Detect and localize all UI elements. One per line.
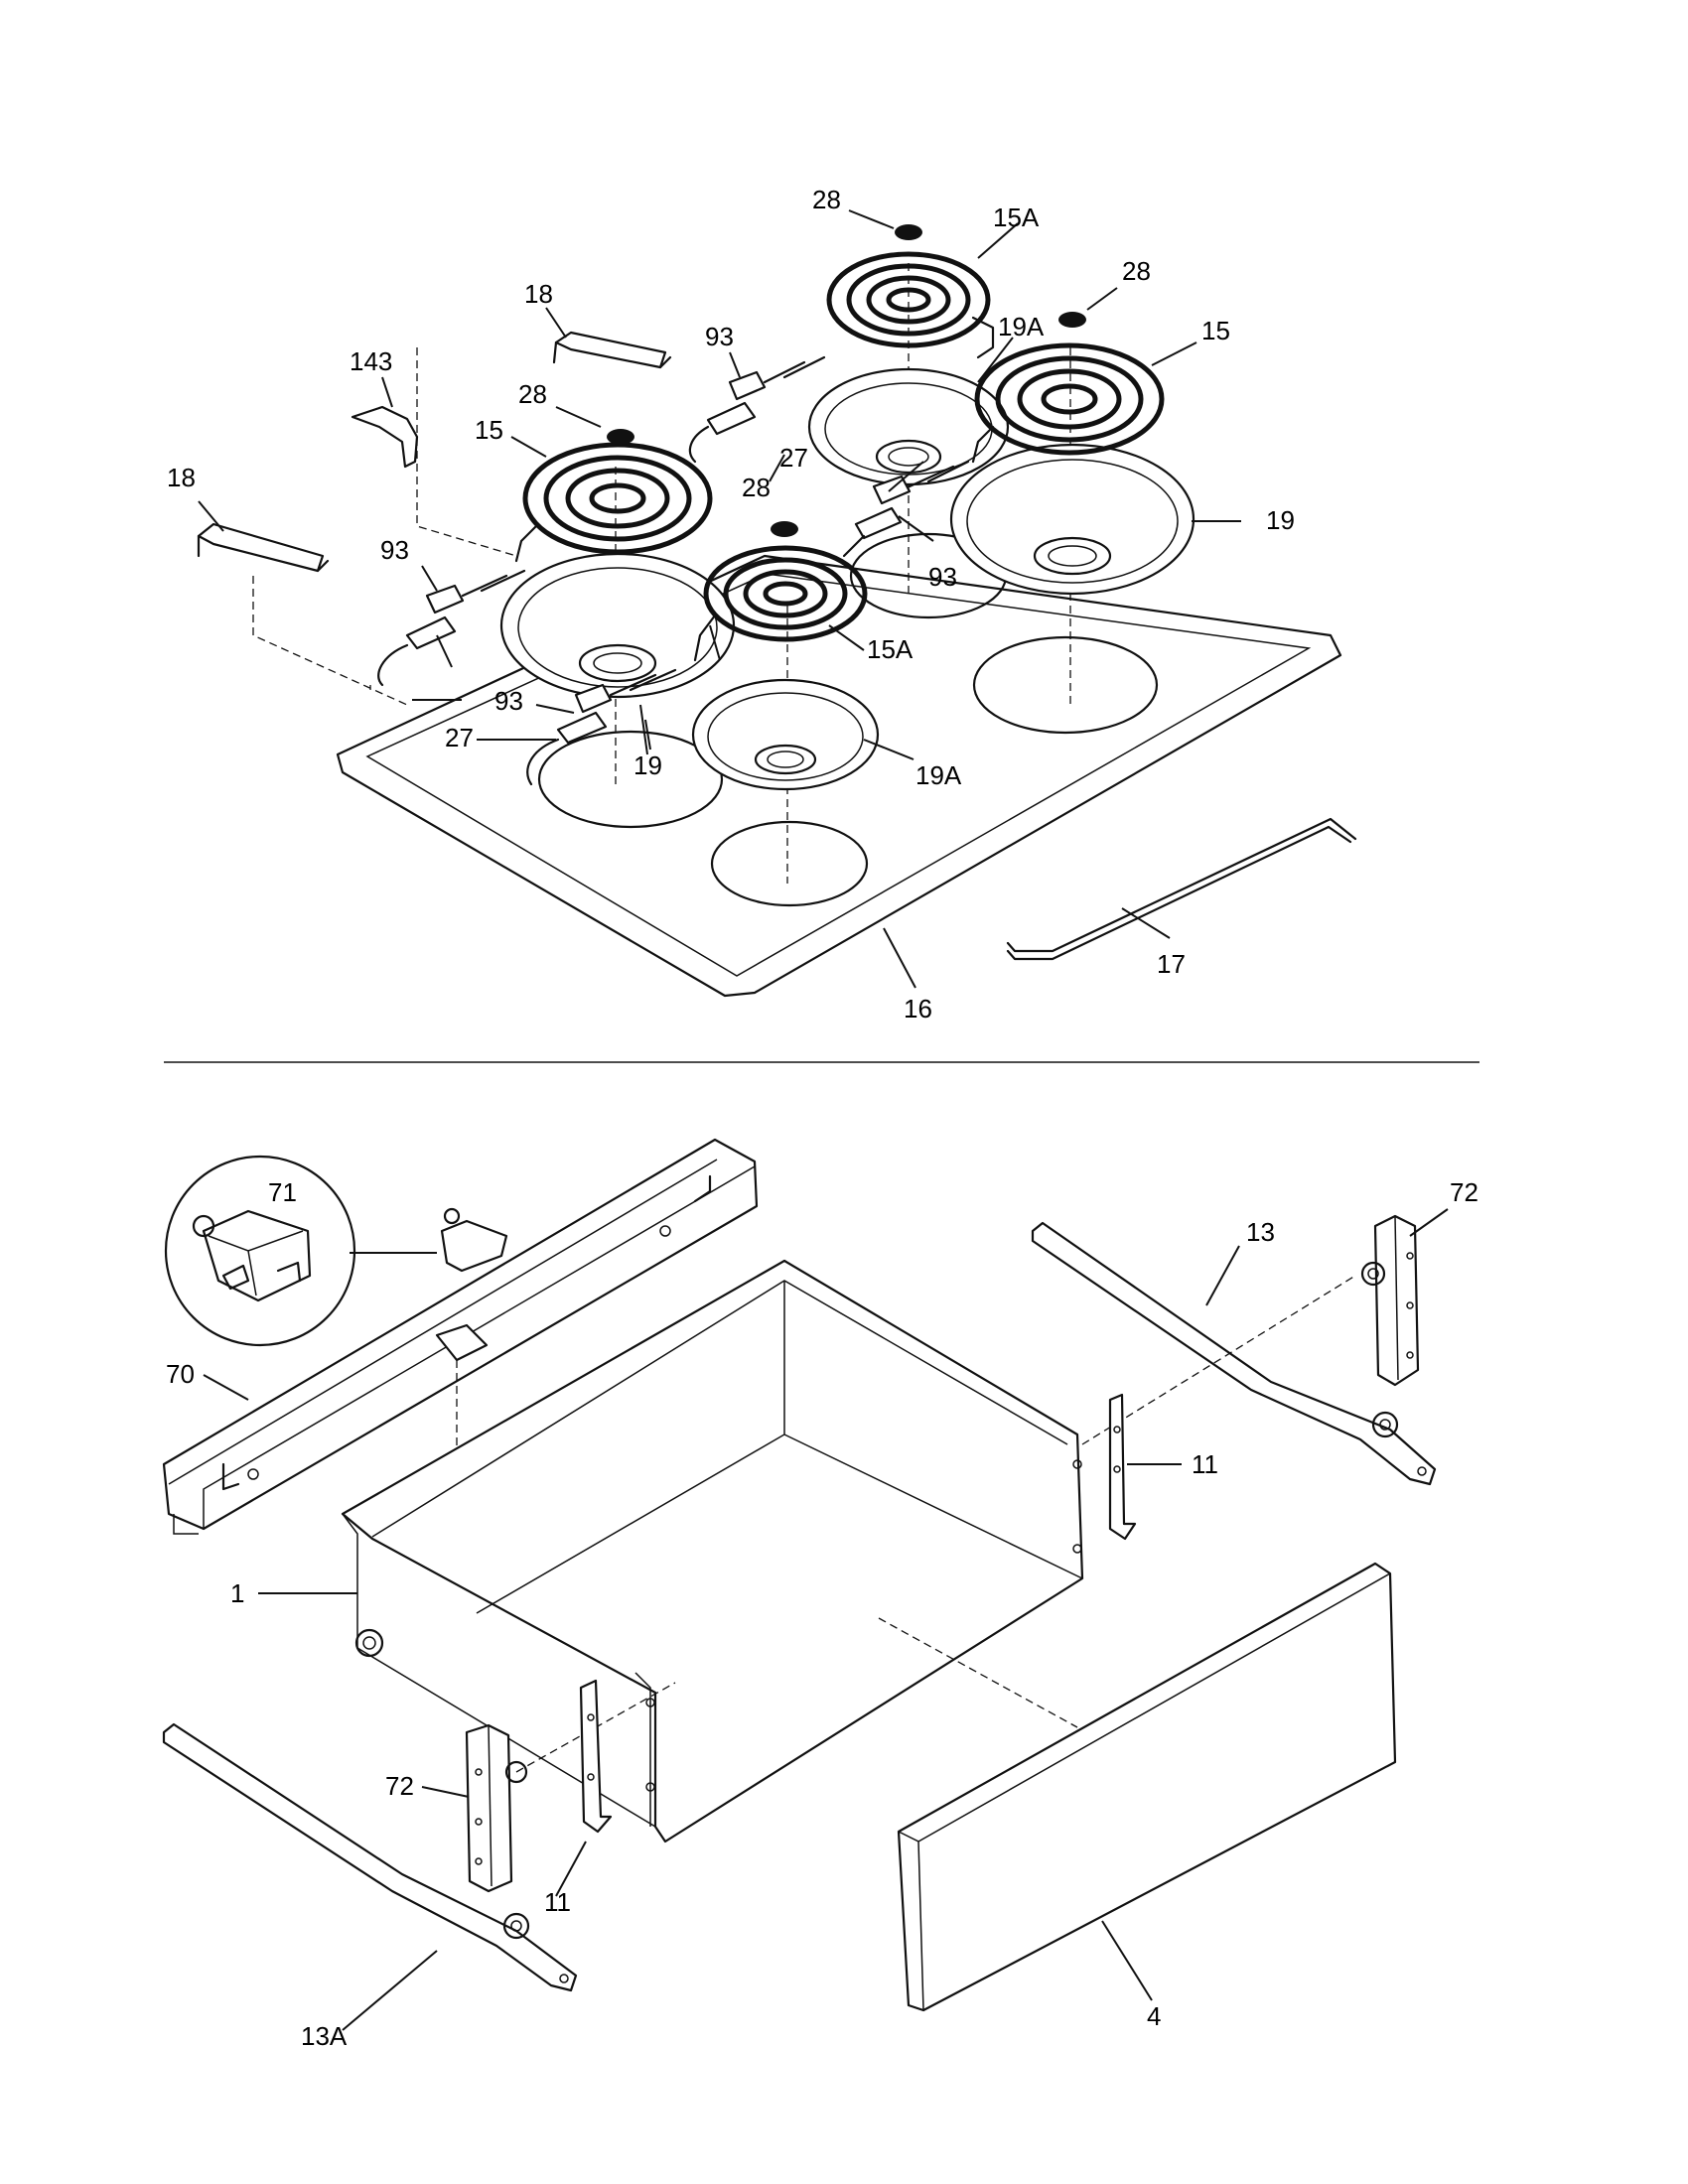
bracket-11-left [579,1679,613,1834]
detail-circle-71 [164,1155,356,1347]
callout-18-left: 18 [167,463,196,492]
drip-bowl-19A-rear-right [807,367,1010,486]
trim-ring-28-right [1058,312,1086,328]
callout-19A-front: 19A [915,760,962,790]
guide-72-right [1360,1214,1420,1387]
callout-15A-front: 15A [867,634,914,664]
callout-17: 17 [1157,949,1186,979]
receptacle-93-front [526,668,677,786]
callout-15-right: 15 [1201,316,1230,345]
surface-element-15-right [971,342,1165,464]
surface-element-15-left [514,442,713,563]
callout-93-right: 93 [928,562,957,592]
callout-70: 70 [166,1359,195,1389]
slide-rail-13 [1031,1221,1437,1486]
callout-19-left: 19 [633,751,662,780]
drip-bowl-19A-front [691,678,880,791]
callout-18-rear: 18 [524,279,553,309]
callout-15-left: 15 [475,415,503,445]
callout-1: 1 [230,1578,244,1608]
bracket-18-left [197,522,330,573]
bracket-143 [351,405,419,469]
bracket-11-right [1108,1393,1137,1541]
cooktop-assembly: 28 15A 28 15 19A 18 93 143 28 15 27 28 1… [167,185,1357,1024]
drawer-assembly: 71 72 13 70 11 1 72 11 13A 4 [162,1138,1478,2051]
callout-13A: 13A [301,2021,348,2051]
callout-93-rear: 93 [705,322,734,351]
callout-72-left: 72 [385,1771,414,1801]
callout-93-front: 93 [494,686,523,716]
slide-rail-13A [162,1722,578,1992]
callout-72-right: 72 [1450,1177,1478,1207]
callout-27-rear: 27 [779,443,808,473]
callout-15A-rear: 15A [993,203,1040,232]
leader-lines-top [198,209,1241,989]
leader-lines-bottom [203,1208,1449,2031]
surface-element-15A-front [693,545,868,662]
rod-part-17 [1006,817,1357,953]
trim-ring-28-left [607,429,634,445]
callout-28-right: 28 [1122,256,1151,286]
callout-28-left: 28 [518,379,547,409]
callout-16: 16 [904,994,932,1024]
callout-4: 4 [1147,2001,1161,2031]
receptacle-93-rear [688,355,826,464]
drip-bowl-19-left-large [499,552,736,699]
callout-19A-rear: 19A [998,312,1045,341]
callout-19-right: 19 [1266,505,1295,535]
callout-27-left: 27 [445,723,474,752]
catch-71 [440,1207,508,1273]
callout-143: 143 [350,346,392,376]
receptacle-93-left [377,569,526,687]
rear-frame-70 [162,1138,759,1535]
callout-13: 13 [1246,1217,1275,1247]
surface-element-15A-rear [826,251,995,359]
callout-11-right: 11 [1192,1449,1218,1479]
callout-28-front: 28 [742,473,771,502]
trim-ring-28-front [771,521,798,537]
drip-bowl-19-right-large [949,443,1196,596]
trim-ring-28-rear [895,224,922,240]
drawer-front-panel-4 [897,1562,1397,2012]
bracket-18-rear [552,331,672,369]
callout-28-rear: 28 [812,185,841,214]
guide-72-left [465,1723,528,1893]
callout-11-left: 11 [544,1887,571,1917]
callout-71: 71 [268,1177,297,1207]
callout-93-left: 93 [380,535,409,565]
